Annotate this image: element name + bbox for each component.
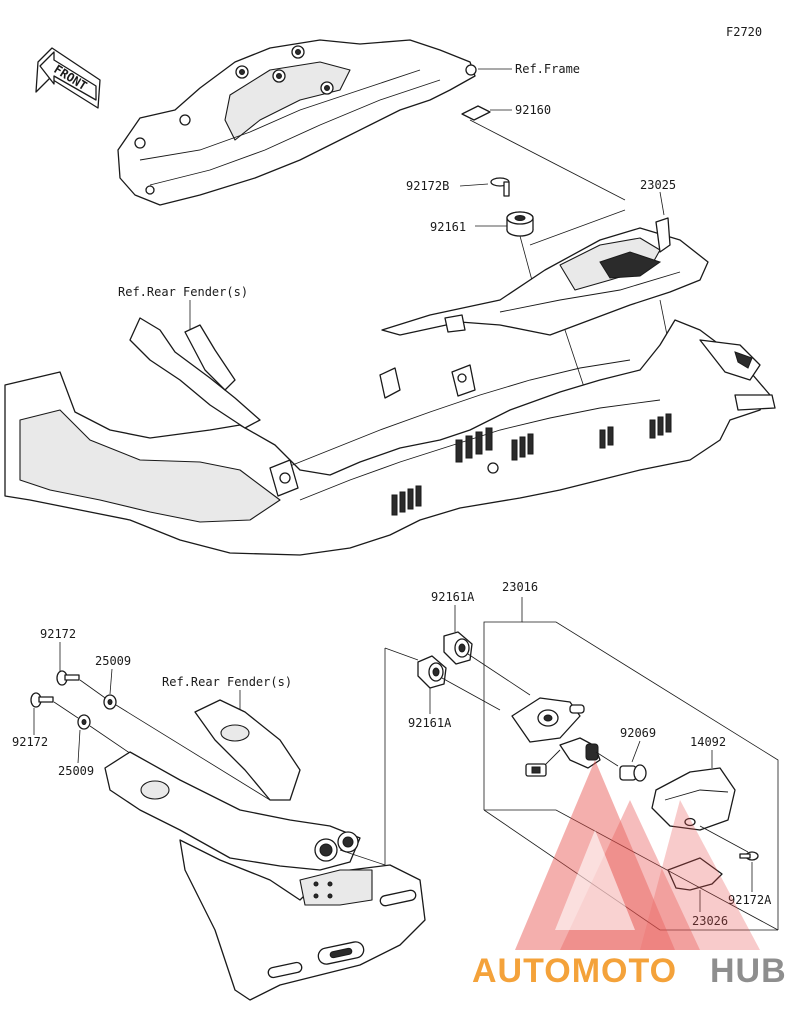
part-92172A-screw: [739, 851, 759, 861]
label-23025: 23025: [640, 178, 676, 192]
part-23016-light-housing: [511, 697, 601, 777]
part-25009-washer-b: [77, 714, 91, 730]
label-92172A: 92172A: [728, 893, 772, 907]
label-92161A-bottom: 92161A: [408, 716, 452, 730]
part-92161-grommet: [506, 211, 534, 237]
part-25009-washer-a: [103, 694, 117, 710]
label-92172B: 92172B: [406, 179, 449, 193]
label-92172-b: 92172: [12, 735, 48, 749]
watermark-text-automoto: AUTOMOTO: [472, 952, 677, 990]
label-92160: 92160: [515, 103, 551, 117]
part-23026-reflector: [667, 857, 723, 891]
part-92160-clip: [461, 105, 491, 121]
part-92172B-bolt: [490, 177, 510, 197]
label-23016: 23016: [502, 580, 538, 594]
front-arrow-icon: FRONT: [35, 47, 101, 109]
watermark-text-hub: HUB: [710, 952, 787, 990]
label-ref-rear-fender-bottom: Ref.Rear Fender(s): [162, 675, 292, 689]
label-ref-rear-fender-top: Ref.Rear Fender(s): [118, 285, 248, 299]
part-14092-lens-cover: [651, 767, 736, 831]
label-14092: 14092: [690, 735, 726, 749]
part-92161A-grommet-bottom: [417, 655, 447, 689]
part-92069-bulb: [619, 764, 647, 782]
label-92161: 92161: [430, 220, 466, 234]
label-23026: 23026: [692, 914, 728, 928]
label-ref-frame: Ref.Frame: [515, 62, 580, 76]
part-92161A-grommet-top: [443, 631, 473, 665]
watermark-logo: [515, 760, 760, 950]
part-23025-cover: [381, 217, 709, 336]
label-92161A-top: 92161A: [431, 590, 475, 604]
label-25009-a: 25009: [95, 654, 131, 668]
part-92172-bolt-a: [56, 670, 80, 686]
license-bracket-assembly: [104, 699, 426, 1001]
label-92172-a: 92172: [40, 627, 76, 641]
frame-assembly: [117, 39, 477, 206]
label-92069: 92069: [620, 726, 656, 740]
rear-fender-assembly: [4, 317, 776, 556]
label-25009-b: 25009: [58, 764, 94, 778]
figure-id: F2720: [726, 25, 762, 39]
part-92172-bolt-b: [30, 692, 54, 708]
